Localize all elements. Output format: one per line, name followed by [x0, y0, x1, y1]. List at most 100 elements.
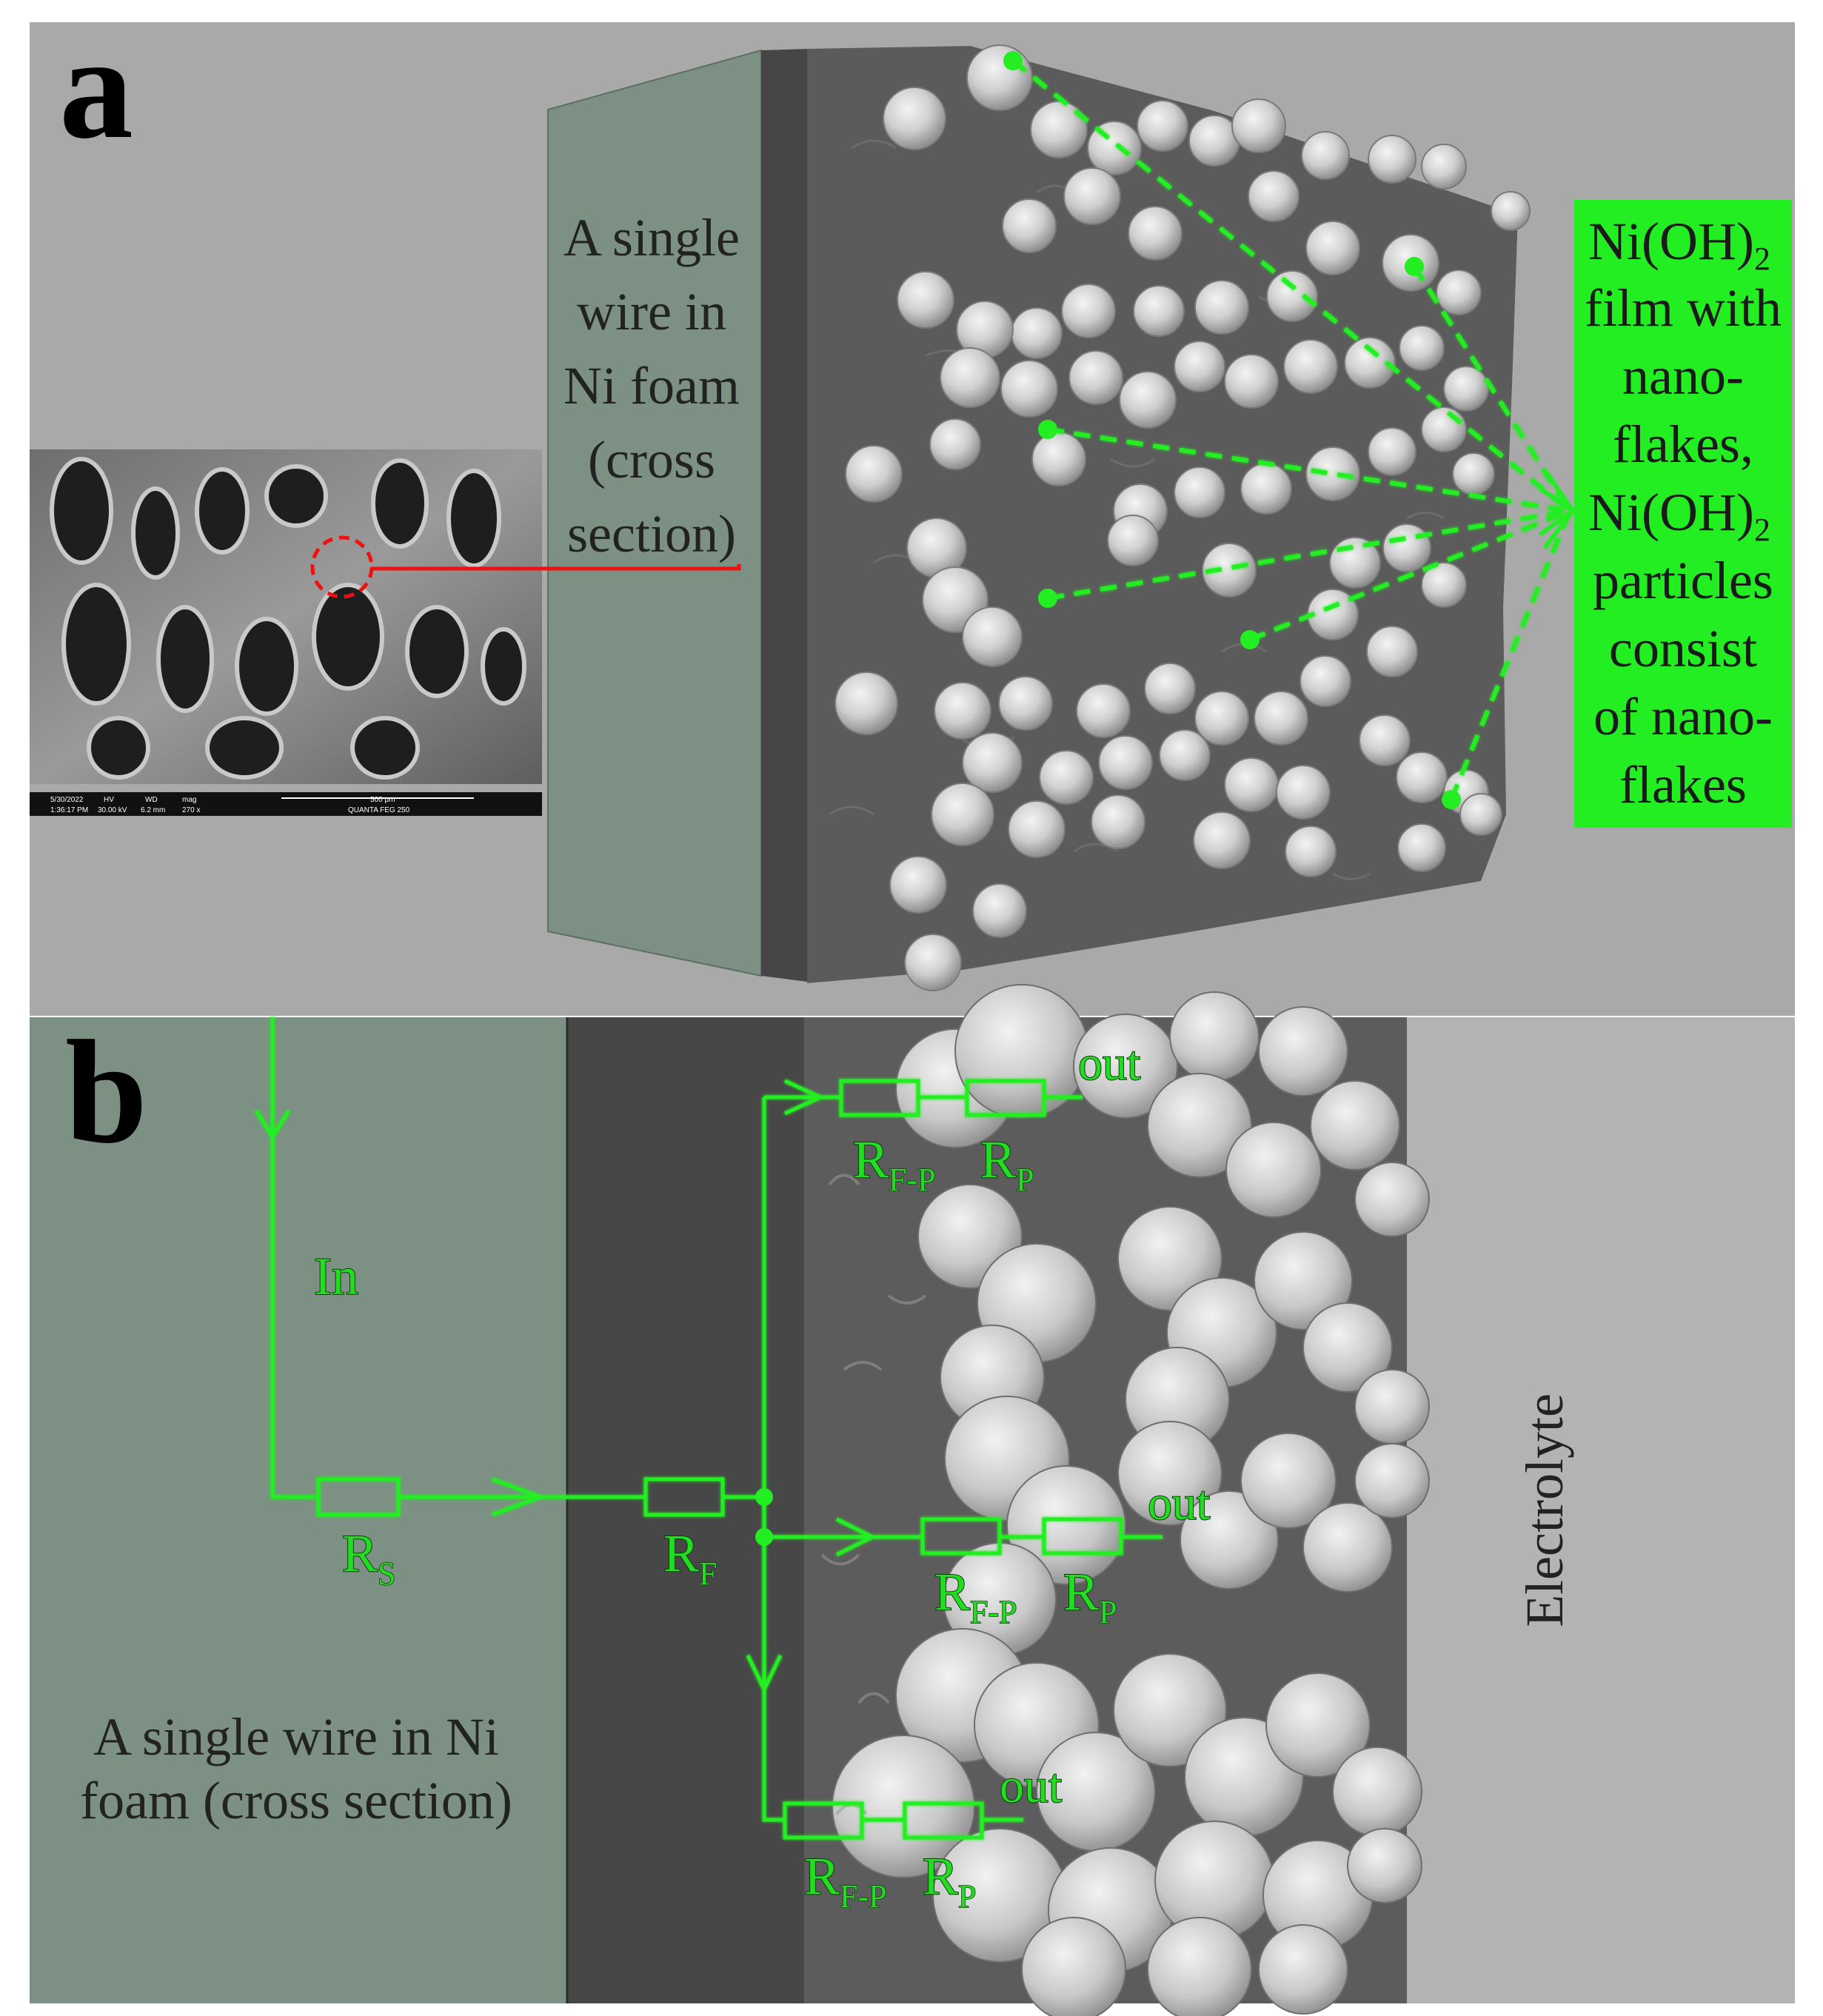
red-connector-line [372, 564, 741, 571]
particle [1301, 131, 1350, 180]
particle [1000, 360, 1058, 418]
wire-label-a-line-5: section) [567, 504, 736, 563]
particle-b [1254, 1231, 1353, 1330]
callout-line-5: Ni(OH)2 [1588, 483, 1770, 548]
wire-label-a-line-3: Ni foam [563, 356, 740, 415]
rp-label-top: RP [980, 1130, 1034, 1198]
panel-b-electrolyte-region [1407, 1017, 1795, 2003]
sem-pores [50, 457, 526, 780]
particle-b [1354, 1162, 1430, 1237]
sem-pore [371, 458, 429, 549]
particle [1002, 198, 1057, 253]
particle [883, 87, 946, 150]
particle-b [1354, 1443, 1430, 1518]
sem-pore [50, 457, 113, 565]
particle [1421, 144, 1467, 190]
panel-b-letter: b [65, 1011, 147, 1174]
particle [889, 856, 947, 914]
particle [1254, 691, 1308, 746]
particle [1397, 823, 1446, 872]
sem-pore [312, 583, 384, 691]
sem-pore [131, 486, 180, 580]
sem-hv-label: HV [104, 796, 114, 804]
particle-b [1021, 1917, 1126, 2016]
wire-label-a-line-2: wire in [577, 282, 726, 341]
particle [1491, 191, 1531, 231]
circuit-branch-spine [762, 1097, 785, 1822]
sem-pore [235, 617, 298, 716]
particle-b [1332, 1747, 1422, 1837]
particle [897, 271, 954, 329]
particle-b [1302, 1502, 1393, 1593]
particle [1240, 463, 1292, 515]
particle [1091, 794, 1145, 849]
wire-label-a: A single wire in Ni foam (cross section) [563, 208, 740, 563]
sem-hv-value: 30.00 kV [98, 806, 127, 814]
wire-label-a-line-4: (cross [588, 430, 715, 489]
wire-label-a-line-1: A single [563, 208, 740, 267]
callout-text: Ni(OH)2 film with nano- flakes, Ni(OH)2 … [1585, 212, 1782, 814]
particle [1159, 729, 1211, 781]
panel-a: 5/30/2022 1:36:17 PM HV 30.00 kV WD 6.2 … [30, 6, 1795, 1016]
particle [1194, 691, 1249, 746]
particle [1063, 167, 1121, 225]
particle [1224, 354, 1279, 409]
particle-b [1347, 1828, 1422, 1903]
particle-b [1073, 1014, 1178, 1119]
rf-label: RF [663, 1524, 718, 1592]
particle [1283, 339, 1338, 394]
particle [1396, 751, 1448, 803]
callout-line-9: flakes [1619, 755, 1747, 814]
callout-line-4: flakes, [1613, 415, 1753, 474]
particle-b [1354, 1369, 1430, 1444]
particle-b [1258, 1924, 1348, 2015]
wire-label-b-line-1: A single wire in Ni [93, 1707, 499, 1766]
node-dot-1 [755, 1488, 773, 1506]
particle [904, 934, 962, 991]
particle [1068, 350, 1123, 405]
sem-pore [350, 716, 420, 780]
particle [1137, 100, 1188, 152]
particle [1128, 206, 1183, 261]
particle [1266, 270, 1318, 322]
particle [1174, 341, 1225, 392]
particle [1459, 793, 1502, 836]
particle [834, 672, 898, 735]
panel-b: In RS RF out RF-P RP out RF-P RP out RF-… [30, 984, 1795, 2016]
sem-pore [87, 716, 150, 780]
particle [1076, 683, 1131, 738]
sem-pore [264, 464, 328, 528]
particle-b [1258, 1006, 1348, 1096]
in-arrow [254, 1109, 291, 1141]
down-arrow [746, 1654, 783, 1694]
sem-mag-value: 270 x [182, 806, 200, 814]
particle [1368, 427, 1416, 476]
particle [1202, 543, 1257, 597]
sem-mag-label: mag [182, 796, 196, 804]
sem-wd-label: WD [145, 796, 158, 804]
rp-label-bottom: RP [923, 1846, 977, 1915]
wire-label-b-line-2: foam (cross section) [80, 1771, 512, 1830]
callout-line-2: film with [1585, 278, 1782, 338]
particle [1382, 523, 1431, 572]
middle-arrow [835, 1517, 877, 1557]
callout-line-1: Ni(OH)2 [1588, 212, 1770, 277]
particle [1452, 452, 1495, 495]
callout-line-7: consist [1609, 619, 1757, 678]
top-arrow [783, 1079, 826, 1116]
callout-line-6: particles [1593, 551, 1773, 610]
particle [1305, 221, 1360, 275]
wire-arrow-1 [492, 1477, 546, 1517]
callout-dots [1003, 51, 1461, 809]
node-dot-2 [755, 1528, 773, 1546]
particle [972, 883, 1027, 938]
particle-b [1310, 1080, 1400, 1171]
particle [966, 44, 1033, 111]
sem-inset: 5/30/2022 1:36:17 PM HV 30.00 kV WD 6.2 … [30, 449, 542, 816]
particle-b [1117, 1421, 1222, 1526]
particle [1039, 750, 1094, 805]
rfp-label-bottom: RF-P [804, 1846, 887, 1915]
callout-box [1574, 200, 1792, 828]
particle [929, 418, 981, 470]
particle [1359, 714, 1411, 766]
